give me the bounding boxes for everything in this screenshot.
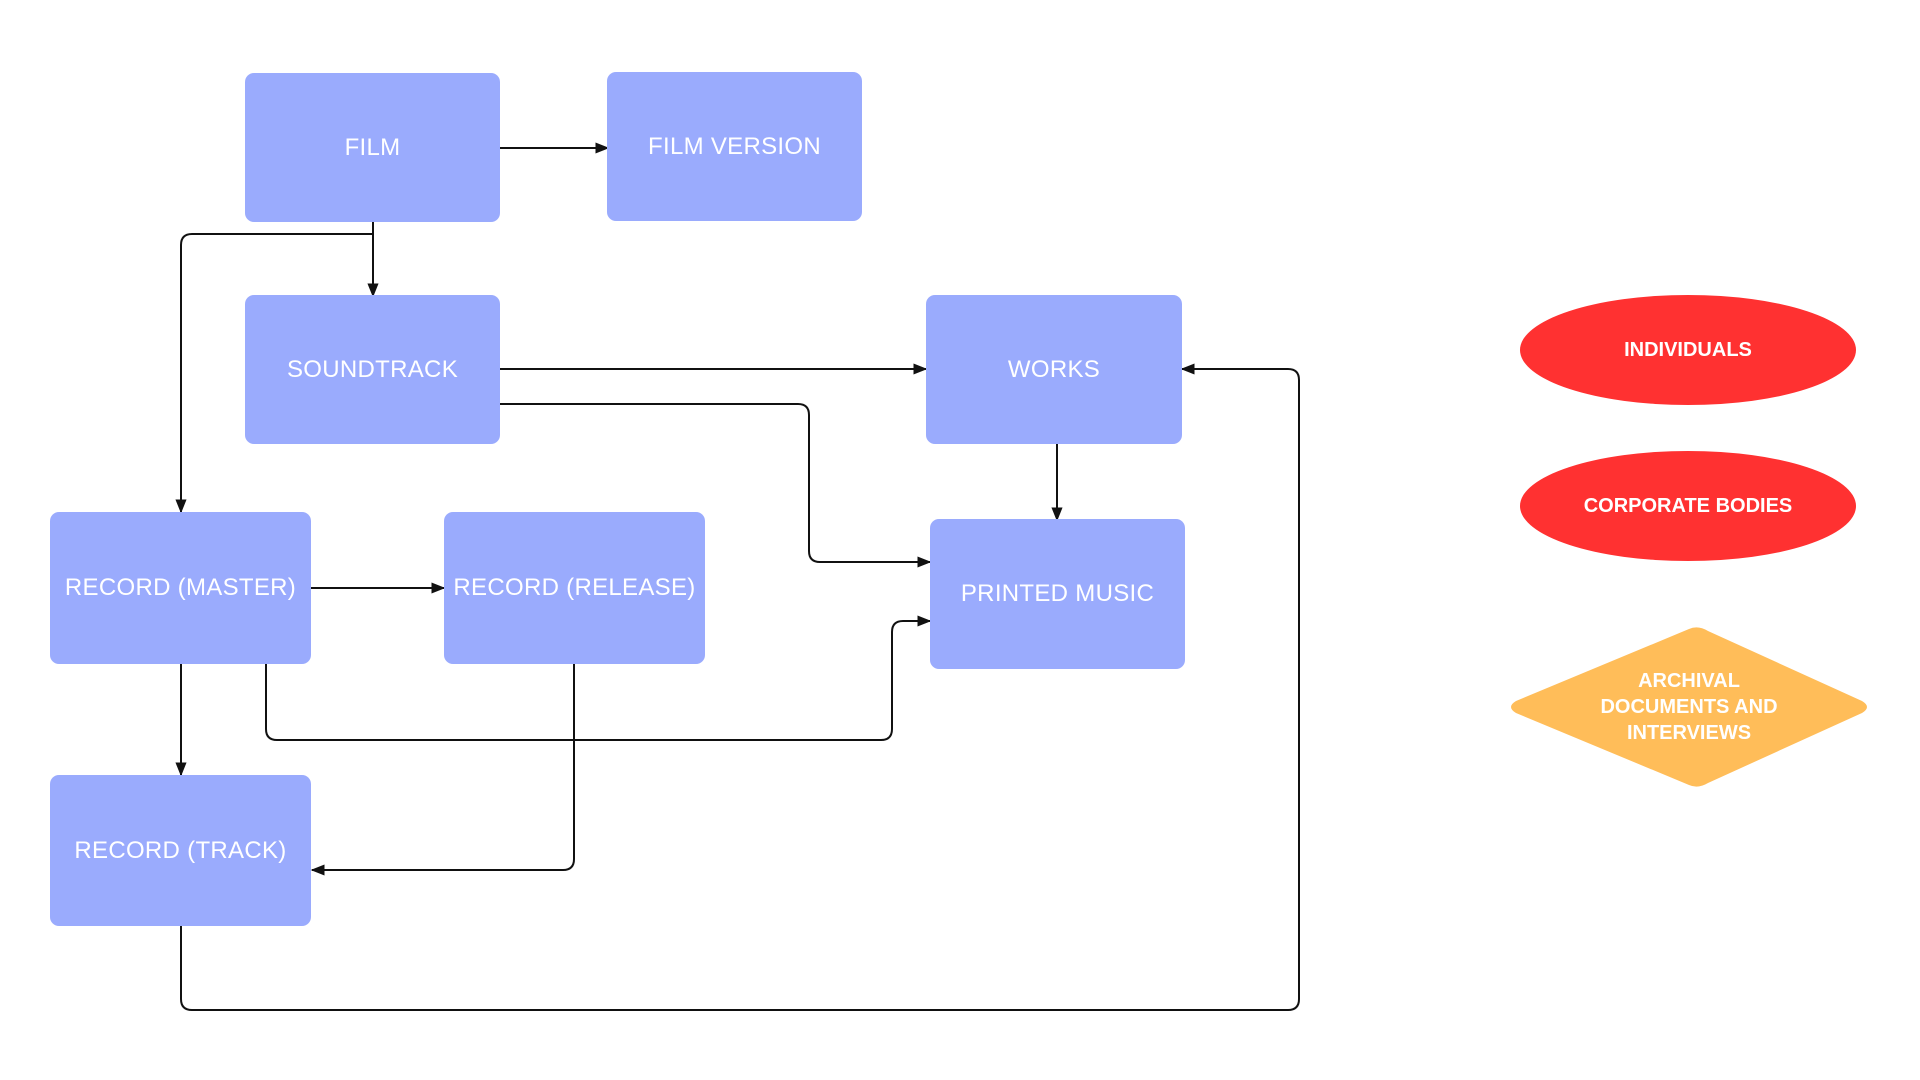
legend-corporate-bodies: CORPORATE BODIES [1520, 451, 1856, 561]
edge-record-release-to-record-track [310, 664, 575, 876]
legend-individuals: INDIVIDUALS [1520, 295, 1856, 405]
node-works-label: WORKS [1007, 355, 1101, 383]
archival-diamond-shape [1511, 627, 1867, 787]
node-printed-music: PRINTED MUSIC [930, 519, 1185, 669]
node-record-master: RECORD (MASTER) [50, 512, 311, 664]
node-film-version-label: FILM VERSION [648, 132, 821, 160]
node-record-master-label: RECORD (MASTER) [64, 574, 297, 601]
node-soundtrack-label: SOUNDTRACK [286, 355, 458, 383]
legend-corporate-bodies-label: CORPORATE BODIES [1583, 494, 1793, 517]
node-record-track: RECORD (TRACK) [50, 775, 311, 926]
node-film-version: FILM VERSION [607, 72, 862, 221]
node-record-track-label: RECORD (TRACK) [74, 836, 287, 864]
legend-archival-documents: ARCHIVAL DOCUMENTS AND INTERVIEWS [1506, 625, 1872, 789]
node-soundtrack: SOUNDTRACK [245, 295, 500, 444]
node-record-release-label: RECORD (RELEASE) [453, 574, 696, 601]
edge-film-to-record-master [175, 222, 374, 514]
edge-record-track-to-works [180, 363, 1300, 1011]
node-film-label: FILM [344, 133, 401, 161]
legend-individuals-label: INDIVIDUALS [1624, 338, 1752, 361]
legend-archival-label: ARCHIVAL DOCUMENTS AND INTERVIEWS [1600, 670, 1778, 744]
node-record-release: RECORD (RELEASE) [444, 512, 705, 664]
edge-record-master-to-printed-music [265, 615, 932, 741]
node-film: FILM [245, 73, 500, 222]
node-printed-music-label: PRINTED MUSIC [960, 580, 1155, 607]
node-works: WORKS [926, 295, 1182, 444]
edge-soundtrack-to-printed-music [500, 403, 932, 568]
